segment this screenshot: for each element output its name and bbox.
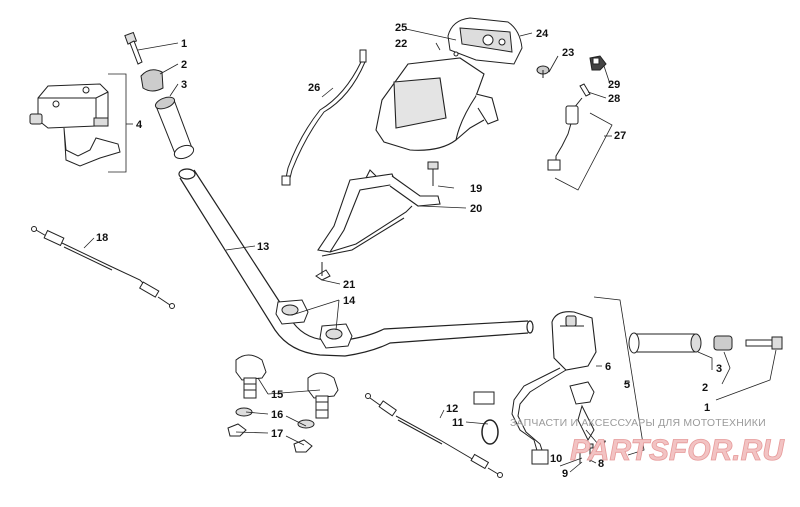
upper-clamp-b [319,323,353,349]
ring-11 [481,419,499,445]
pod-mount-bracket [317,169,441,257]
callout-22: 22 [395,38,407,50]
callout-28: 28 [608,93,620,105]
bulb-socket-29 [589,55,607,71]
screw-19 [427,161,439,186]
callout-16: 16 [271,409,283,421]
callout-23: 23 [562,47,574,59]
bracket-4 [108,73,133,173]
speedometer-gauge [447,17,523,65]
brake-cable [365,393,503,478]
handlebar [178,168,534,357]
throttle-cable [31,226,175,309]
callout-12: 12 [446,403,458,415]
callout-4: 4 [136,119,143,131]
callout-29: 29 [608,79,620,91]
grip-end-right [713,335,733,351]
callout-24: 24 [536,28,549,40]
callout-6: 6 [605,361,611,373]
bracket-5 [593,296,645,456]
callout-25: 25 [395,22,407,34]
callout-10: 10 [550,453,562,465]
callout-3-left: 3 [181,79,187,91]
upper-clamp-a [275,299,309,325]
grip-end-left [140,69,164,92]
callout-14: 14 [343,295,356,307]
switch-7 [569,381,595,442]
lower-clamp-b [307,372,339,419]
lower-clamp-a [235,354,267,399]
wiring-27 [547,97,583,171]
callout-27: 27 [614,130,626,142]
grip-left [154,96,195,160]
grommet-23 [536,65,550,78]
bulb-28 [579,83,591,97]
callout-21: 21 [343,279,355,291]
callout-26: 26 [308,82,320,94]
screw-8 [586,443,594,462]
screw-21 [315,262,331,281]
callout-20: 20 [470,203,482,215]
callout-2-right: 2 [702,382,708,394]
callout-5: 5 [624,379,630,391]
leader-lines [83,28,777,473]
callout-3-right: 3 [716,363,722,375]
gauge-screw [453,51,459,57]
nuts-17 [227,423,313,453]
grip-bolt-right [745,336,783,350]
switch-housing [551,311,597,371]
callout-17: 17 [271,428,283,440]
grip-bolt-left [124,31,143,65]
callout-15: 15 [271,389,283,401]
callout-9: 9 [562,468,568,480]
watermark: ЗАПЧАСТИ И АКСЕССУАРЫ ДЛЯ МОТОТЕХНИКИ PA… [510,417,786,467]
callout-1-left: 1 [181,38,187,50]
grip-right [628,332,702,354]
callout-8: 8 [598,458,604,470]
bracket-27 [554,112,613,191]
watermark-tagline: ЗАПЧАСТИ И АКСЕССУАРЫ ДЛЯ МОТОТЕХНИКИ [510,417,766,429]
washers-16 [235,407,315,429]
callout-1-right: 1 [704,402,710,414]
watermark-logo: PARTSFOR.RU [570,434,785,467]
callout-7: 7 [600,439,606,451]
callout-13: 13 [257,241,269,253]
throttle-assembly [29,83,121,167]
speedometer-cable [281,49,367,186]
callout-18: 18 [96,232,108,244]
callout-2-left: 2 [181,59,187,71]
callout-labels: 1 2 3 4 5 6 7 8 9 10 11 12 13 14 15 16 1… [96,22,722,480]
instrument-pod [375,57,499,151]
callout-19: 19 [470,183,482,195]
switch-harness [473,367,567,465]
callout-11: 11 [452,417,464,429]
